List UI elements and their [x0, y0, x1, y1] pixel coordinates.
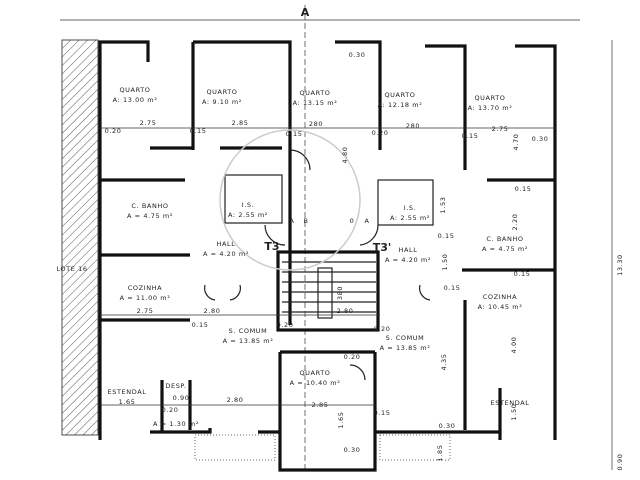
dimension-label: 2.80 — [337, 307, 354, 315]
room-name: COZINHA — [128, 284, 162, 292]
dimension-label: 380 — [336, 286, 344, 300]
dimension-label: 2.75 — [492, 125, 509, 133]
room-area: A = 4.20 m² — [203, 250, 249, 258]
dimension-label: 1.53 — [439, 197, 447, 214]
lot-label: LOTE 16 — [56, 265, 87, 273]
dimension-label: 0.15 — [374, 409, 391, 417]
dimension-label: 13.30 — [616, 254, 624, 276]
room-area: A = 10.40 m² — [290, 379, 341, 387]
dimension-lines — [100, 40, 613, 470]
dimension-label: 0.15 — [462, 132, 479, 140]
room-name: ESTENDAL — [491, 399, 530, 407]
door-swings — [204, 149, 431, 381]
room-area: A = 13.85 m² — [223, 337, 274, 345]
room-area: A: 13.15 m² — [293, 99, 338, 107]
dimension-label: 0.15 — [192, 321, 209, 329]
room-area: A = 13.85 m² — [380, 344, 431, 352]
dimension-label: 1.65 — [337, 412, 345, 429]
dimension-label: 2.80 — [227, 396, 244, 404]
lot-hatch — [61, 39, 99, 436]
dimension-label: 0.30 — [349, 51, 366, 59]
room-area: A = 4.20 m² — [385, 256, 431, 264]
dimension-label: 0.90 — [616, 454, 624, 471]
room-name: I.S. — [404, 204, 417, 212]
cabinet-letter: B — [303, 217, 308, 225]
dimension-label: 0.90 — [173, 394, 190, 402]
room-area: A = 4.75 m² — [482, 245, 528, 253]
dimension-label: 2.20 — [511, 214, 519, 231]
unit-label-right: T3' — [373, 241, 392, 254]
walls — [98, 40, 557, 472]
room-name: QUARTO — [206, 88, 237, 96]
room-name: S. COMUM — [386, 334, 425, 342]
dimension-label: 4.80 — [341, 147, 349, 164]
dimension-label: 0.20 — [344, 353, 361, 361]
room-area: A: 2.55 m² — [390, 214, 430, 222]
room-area: 1.65 — [119, 398, 136, 406]
dimension-label: 2.85 — [312, 401, 329, 409]
room-name: DESP. — [165, 382, 186, 390]
dimension-label: 2.75 — [140, 119, 157, 127]
room-name: C. BANHO — [486, 235, 523, 243]
room-name: HALL — [217, 240, 236, 248]
room-name: QUARTO — [474, 94, 505, 102]
dimension-label: 0.20 — [162, 406, 179, 414]
dimension-label: 0.15 — [515, 185, 532, 193]
dimension-label: 0.15 — [514, 270, 531, 278]
room-area: A: 13.00 m² — [113, 96, 158, 104]
room-name: COZINHA — [483, 293, 517, 301]
room-name: QUARTO — [119, 86, 150, 94]
unit-label-left: T3 — [264, 240, 279, 253]
dimension-label: 4.00 — [510, 337, 518, 354]
dimension-label: 1.50 — [441, 254, 449, 271]
room-area: A = 4.75 m² — [127, 212, 173, 220]
dimension-label: 2.75 — [137, 307, 154, 315]
dimension-label: 280 — [406, 122, 420, 130]
stair-treads — [282, 261, 376, 319]
dimension-label: 0.15 — [438, 232, 455, 240]
room-area: A: 10.45 m² — [478, 303, 523, 311]
room-name: ESTENDAL — [108, 388, 147, 396]
dimension-label: 0.20 — [277, 321, 294, 329]
room-name: QUARTO — [384, 91, 415, 99]
dimension-label: 0.15 — [286, 130, 303, 138]
dimension-label: 0.20 — [105, 127, 122, 135]
room-name: C. BANHO — [131, 202, 168, 210]
room-area: A = 11.00 m² — [120, 294, 171, 302]
room-name: I.S. — [242, 201, 255, 209]
room-name: QUARTO — [299, 89, 330, 97]
room-name: HALL — [399, 246, 418, 254]
room-area: A: 13.70 m² — [468, 104, 513, 112]
balcony-hatch — [194, 434, 451, 461]
cabinet-letter: A — [289, 217, 294, 225]
dimension-label: 1.50 — [510, 404, 518, 421]
dimension-label: 1.85 — [436, 445, 444, 462]
dimension-label: 4.70 — [512, 134, 520, 151]
cabinet-letters: A B 0 A — [289, 217, 369, 225]
dimension-label: 0.30 — [532, 135, 549, 143]
section-marker: A — [301, 6, 310, 19]
dimension-label: 4.35 — [440, 354, 448, 371]
room-area: A = 1.30 m² — [153, 420, 199, 428]
room-name: QUARTO — [299, 369, 330, 377]
dimension-label: 0.30 — [439, 422, 456, 430]
dimension-label: 2.85 — [232, 119, 249, 127]
cabinet-letter: A — [364, 217, 369, 225]
cabinet-letter: 0 — [350, 217, 355, 225]
room-area: A: 2.55 m² — [228, 211, 268, 219]
dimension-label: 0.30 — [344, 446, 361, 454]
dimension-label: 0.15 — [190, 127, 207, 135]
room-area: A: 12.18 m² — [378, 101, 423, 109]
dimension-label: 0.15 — [444, 284, 461, 292]
watermark — [219, 129, 361, 271]
dimension-label: 0.20 — [374, 325, 391, 333]
dimension-labels: 0.20 2.75 0.15 2.85 0.15 280 0.20 280 0.15 2.75 0.… — [105, 51, 624, 470]
dimension-label: 280 — [309, 120, 323, 128]
room-labels: QUARTO A: 13.00 m² QUARTO A: 9.10 m² QUARTO A… — [108, 86, 530, 428]
dimension-label: 0.20 — [372, 129, 389, 137]
room-name: S. COMUM — [229, 327, 268, 335]
room-area: A: 9.10 m² — [202, 98, 242, 106]
dimension-label: 2.80 — [204, 307, 221, 315]
